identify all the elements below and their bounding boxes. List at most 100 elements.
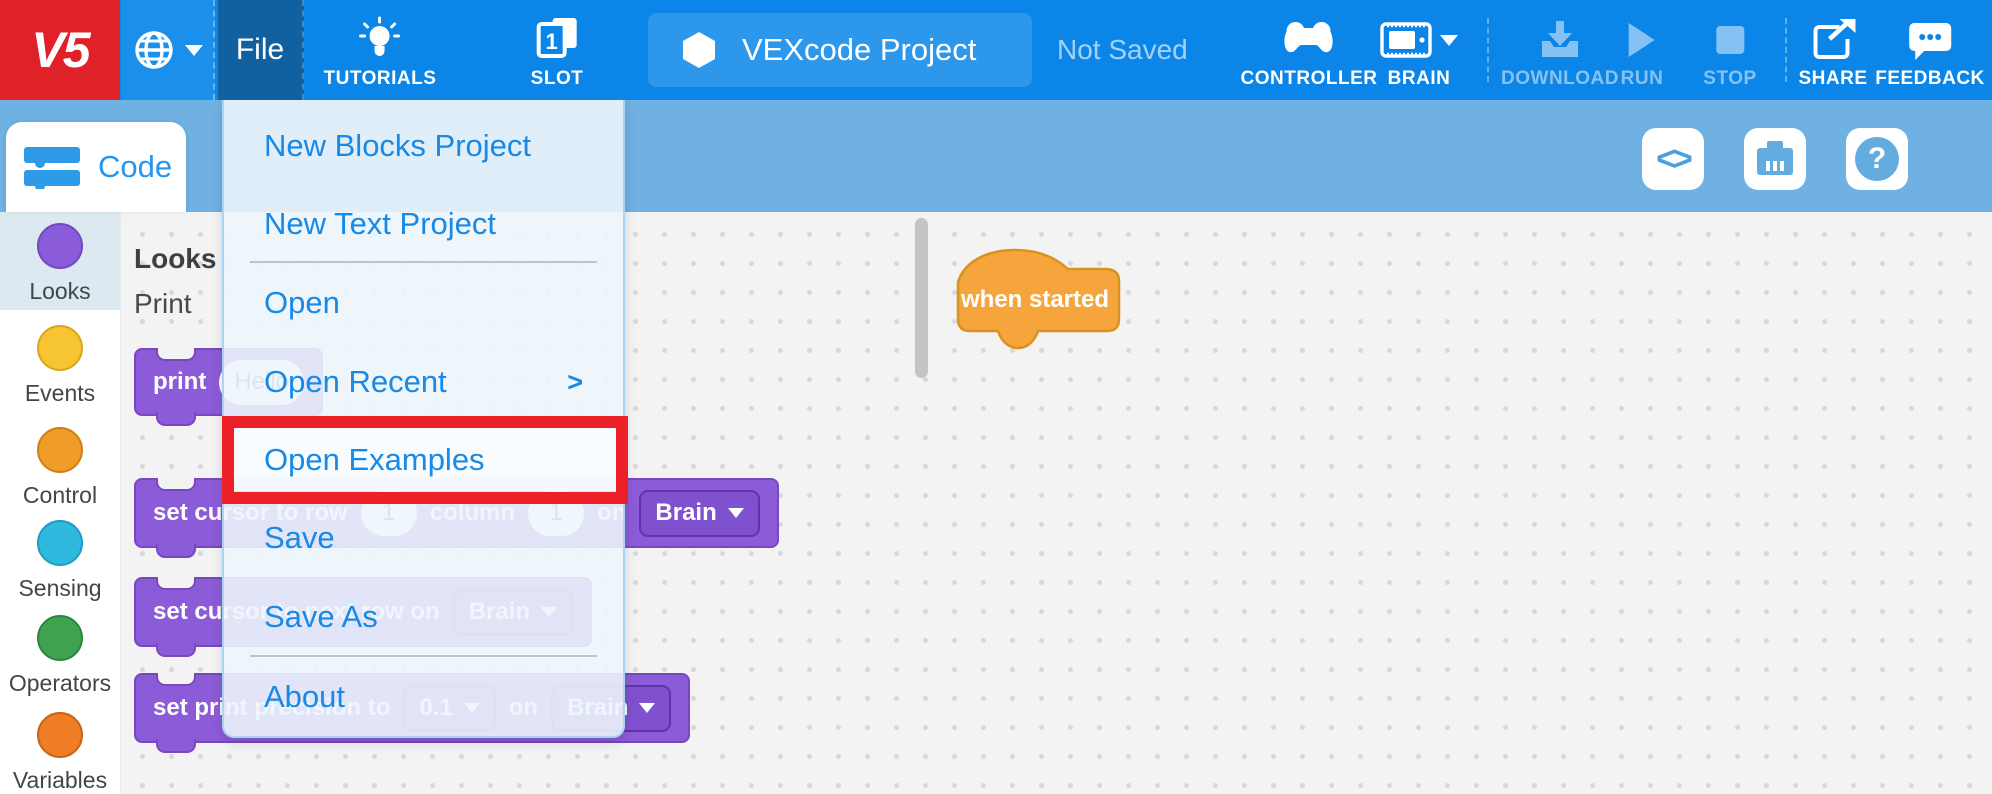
download-icon [1541,21,1578,57]
menu-item-label: Open Examples [264,442,485,477]
menu-item-open-examples[interactable]: Open Examples [224,429,623,491]
sidebar-item-sensing[interactable]: Sensing [0,520,120,602]
slot-pages-icon: 1 [536,18,577,58]
chevron-down-icon [727,508,744,518]
category-label: Events [24,380,96,406]
run-button[interactable]: RUN [1621,0,1664,100]
blocks-icon [24,147,80,189]
sensing-category-icon [37,520,83,566]
tutorials-button[interactable]: TUTORIALS [324,0,437,100]
controller-label: CONTROLLER [1240,68,1378,89]
vex-v5-logo: V5 [0,0,120,100]
when-started-block[interactable]: when started [955,248,1123,350]
sidebar-item-control[interactable]: Control [0,427,120,509]
feedback-speech-bubble-icon [1909,23,1951,60]
download-label: DOWNLOAD [1501,68,1619,89]
project-title: VEXcode Project [742,32,977,67]
dropdown-value: Brain [655,499,717,526]
save-status: Not Saved [1057,34,1188,65]
category-label: Operators [8,670,112,696]
code-viewer-button[interactable]: <> [1642,128,1704,190]
submenu-arrow-icon: > [567,366,583,397]
looks-category-icon [37,223,83,269]
operators-category-icon [37,615,83,661]
toolbar-divider [1487,18,1489,82]
menu-item-label: Open [264,285,340,320]
events-category-icon [37,325,83,371]
menu-item-about[interactable]: About [224,666,623,728]
block-category-sidebar: Looks Events Control Sensing Operators V… [0,212,120,794]
chevron-down-icon [184,44,203,56]
file-menu-label: File [235,33,285,66]
logo-text: V5 [31,22,90,78]
share-button[interactable]: SHARE [1798,0,1867,100]
toolbar-divider [1785,18,1787,82]
controller-button[interactable]: CONTROLLER [1241,0,1378,100]
brain-icon [1380,22,1432,58]
menu-item-save-as[interactable]: Save As [224,586,623,648]
category-label: Sensing [18,575,102,601]
when-started-label: when started [960,286,1110,313]
help-button[interactable]: ? [1846,128,1908,190]
tab-code[interactable]: Code [6,122,186,212]
menu-divider [250,655,597,657]
question-mark-icon: ? [1855,137,1899,181]
menu-item-label: New Text Project [264,206,497,241]
menu-item-label: New Blocks Project [264,128,532,163]
menu-item-new-blocks-project[interactable]: New Blocks Project [224,115,623,177]
slot-label: SLOT [530,68,584,89]
code-angle-brackets-icon: <> [1656,139,1693,178]
print-block-label: print [153,368,207,395]
annotation-highlight-box [222,416,628,504]
hexagon-icon [683,32,715,68]
chevron-down-icon [1440,34,1458,46]
code-tab-label: Code [98,149,173,184]
palette-scrollbar[interactable] [915,218,928,378]
brain-button[interactable]: BRAIN [1380,0,1458,100]
menu-divider [250,261,597,263]
share-label: SHARE [1798,68,1868,89]
toolbox-button[interactable] [1744,128,1806,190]
sidebar-item-looks[interactable]: Looks [0,212,120,310]
brain-label: BRAIN [1387,68,1451,89]
sidebar-item-variables[interactable]: Variables [0,712,120,794]
menu-item-label: Save As [264,599,378,634]
controller-icon [1284,22,1334,53]
stop-button[interactable]: STOP [1703,0,1756,100]
hat-block-shape [956,248,1121,350]
project-title-button[interactable]: VEXcode Project [648,13,1032,87]
run-label: RUN [1620,68,1664,89]
stop-icon [1715,26,1744,54]
menu-item-new-text-project[interactable]: New Text Project [224,193,623,255]
download-button[interactable]: DOWNLOAD [1501,0,1619,100]
control-category-icon [37,427,83,473]
language-button[interactable] [121,0,215,100]
lightbulb-icon [359,16,401,56]
sidebar-item-operators[interactable]: Operators [0,615,120,697]
variables-category-icon [37,712,83,758]
category-label: Control [22,482,98,508]
globe-icon [134,31,173,69]
play-icon [1628,23,1655,57]
category-label: Variables [12,767,108,793]
menu-item-label: Open Recent [264,364,447,399]
file-menu-button[interactable]: File [218,0,304,100]
slot-number: 1 [546,29,558,54]
app-header: V5 File [0,0,1992,100]
palette-subsection-title: Print [134,288,192,319]
toolbox-icon [1757,141,1793,175]
slot-button[interactable]: 1 SLOT [531,0,584,100]
sidebar-item-events[interactable]: Events [0,325,120,407]
menu-item-save[interactable]: Save [224,507,623,569]
menu-item-label: Save [264,520,335,555]
chevron-down-icon [639,703,656,713]
palette-section-title: Looks [134,243,217,274]
menu-item-open[interactable]: Open [224,272,623,334]
stop-label: STOP [1703,68,1757,89]
tutorials-label: TUTORIALS [323,68,437,89]
feedback-button[interactable]: FEEDBACK [1875,0,1985,100]
menu-item-open-recent[interactable]: Open Recent > [224,351,623,413]
brain-dropdown[interactable]: Brain [639,489,760,537]
share-icon [1812,19,1855,59]
